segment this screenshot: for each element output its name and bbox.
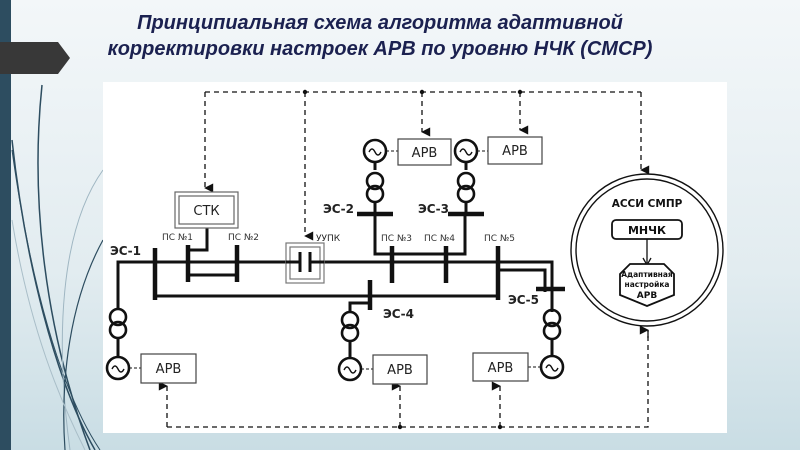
stk-label: СТК xyxy=(193,204,219,219)
transformer-icon xyxy=(542,308,562,341)
junction-dots-top xyxy=(302,89,523,95)
slide-title-line1: Принципиальная схема алгоритма адаптивно… xyxy=(137,12,623,34)
generator-icon xyxy=(105,355,131,381)
power-system-diagram: СТК УУПК ЭС-1 ЭС-2 ЭС-3 ЭС-4 ЭС-5 ПС №1 … xyxy=(105,89,724,430)
generator-icon xyxy=(453,138,479,164)
generator-icon xyxy=(337,356,363,382)
ps2-label: ПС №2 xyxy=(228,233,259,243)
unit-es5: АРВ xyxy=(472,308,565,382)
generator-icon xyxy=(539,354,565,380)
diagram-panel: СТК УУПК ЭС-1 ЭС-2 ЭС-3 ЭС-4 ЭС-5 ПС №1 … xyxy=(103,82,727,433)
es1-label: ЭС-1 xyxy=(110,244,141,258)
tuning-line1: Адаптивная xyxy=(621,270,673,279)
arv-label-es2: АРВ xyxy=(412,146,438,161)
arv-box-es4 xyxy=(372,354,428,385)
bottom-control-bus xyxy=(158,330,649,428)
transmission-lines xyxy=(116,214,554,312)
slide-title-line2: корректировки настроек АРВ по уровню НЧК… xyxy=(107,38,653,60)
arv-box-es5 xyxy=(472,352,529,382)
assi-smpr-label: АССИ СМПР xyxy=(612,198,683,210)
ps3-label: ПС №3 xyxy=(381,234,412,244)
arv-box-es1 xyxy=(140,353,197,384)
stk-device: СТК xyxy=(174,191,239,229)
transformer-icon xyxy=(456,171,476,204)
sidebar-accent xyxy=(0,0,11,450)
arv-box-es3 xyxy=(487,136,543,165)
es3-label: ЭС-3 xyxy=(418,202,449,216)
arv-label-es5: АРВ xyxy=(488,361,514,376)
adaptive-tuning-block xyxy=(619,263,675,307)
tuning-line3: АРВ xyxy=(637,291,658,301)
generator-icon xyxy=(362,138,388,164)
slide-title: Принципиальная схема алгоритма адаптивно… xyxy=(100,10,660,62)
capacitor-icon xyxy=(298,252,312,272)
ps5-label: ПС №5 xyxy=(484,234,515,244)
unit-es3: АРВ xyxy=(453,136,543,214)
uupk-label: УУПК xyxy=(316,234,341,244)
mnchk-label: МНЧК xyxy=(628,224,666,237)
title-arrow-marker xyxy=(0,42,70,74)
transformer-icon xyxy=(365,171,385,204)
uupk-device: УУПК xyxy=(285,234,341,284)
transformer-icon xyxy=(340,310,360,343)
arv-label-es1: АРВ xyxy=(156,362,182,377)
junction-dots-bottom xyxy=(397,424,503,430)
assi-smpr-system: АССИ СМПР МНЧК Адаптивная настройка АРВ xyxy=(570,173,724,327)
ps4-label: ПС №4 xyxy=(424,234,455,244)
es2-label: ЭС-2 xyxy=(323,202,354,216)
arv-label-es3: АРВ xyxy=(502,144,528,159)
arv-box-es2 xyxy=(397,138,452,166)
unit-es4: АРВ xyxy=(337,310,428,385)
unit-es2: АРВ xyxy=(362,138,452,214)
bus-bars xyxy=(152,211,565,310)
es4-label: ЭС-4 xyxy=(383,307,414,321)
decorative-curves xyxy=(11,84,104,450)
es5-label: ЭС-5 xyxy=(508,293,539,307)
tuning-line2: настройка xyxy=(625,280,670,289)
transformer-icon xyxy=(108,307,128,340)
ps1-label: ПС №1 xyxy=(162,233,193,243)
arv-label-es4: АРВ xyxy=(387,363,413,378)
unit-es1: АРВ xyxy=(105,298,197,384)
